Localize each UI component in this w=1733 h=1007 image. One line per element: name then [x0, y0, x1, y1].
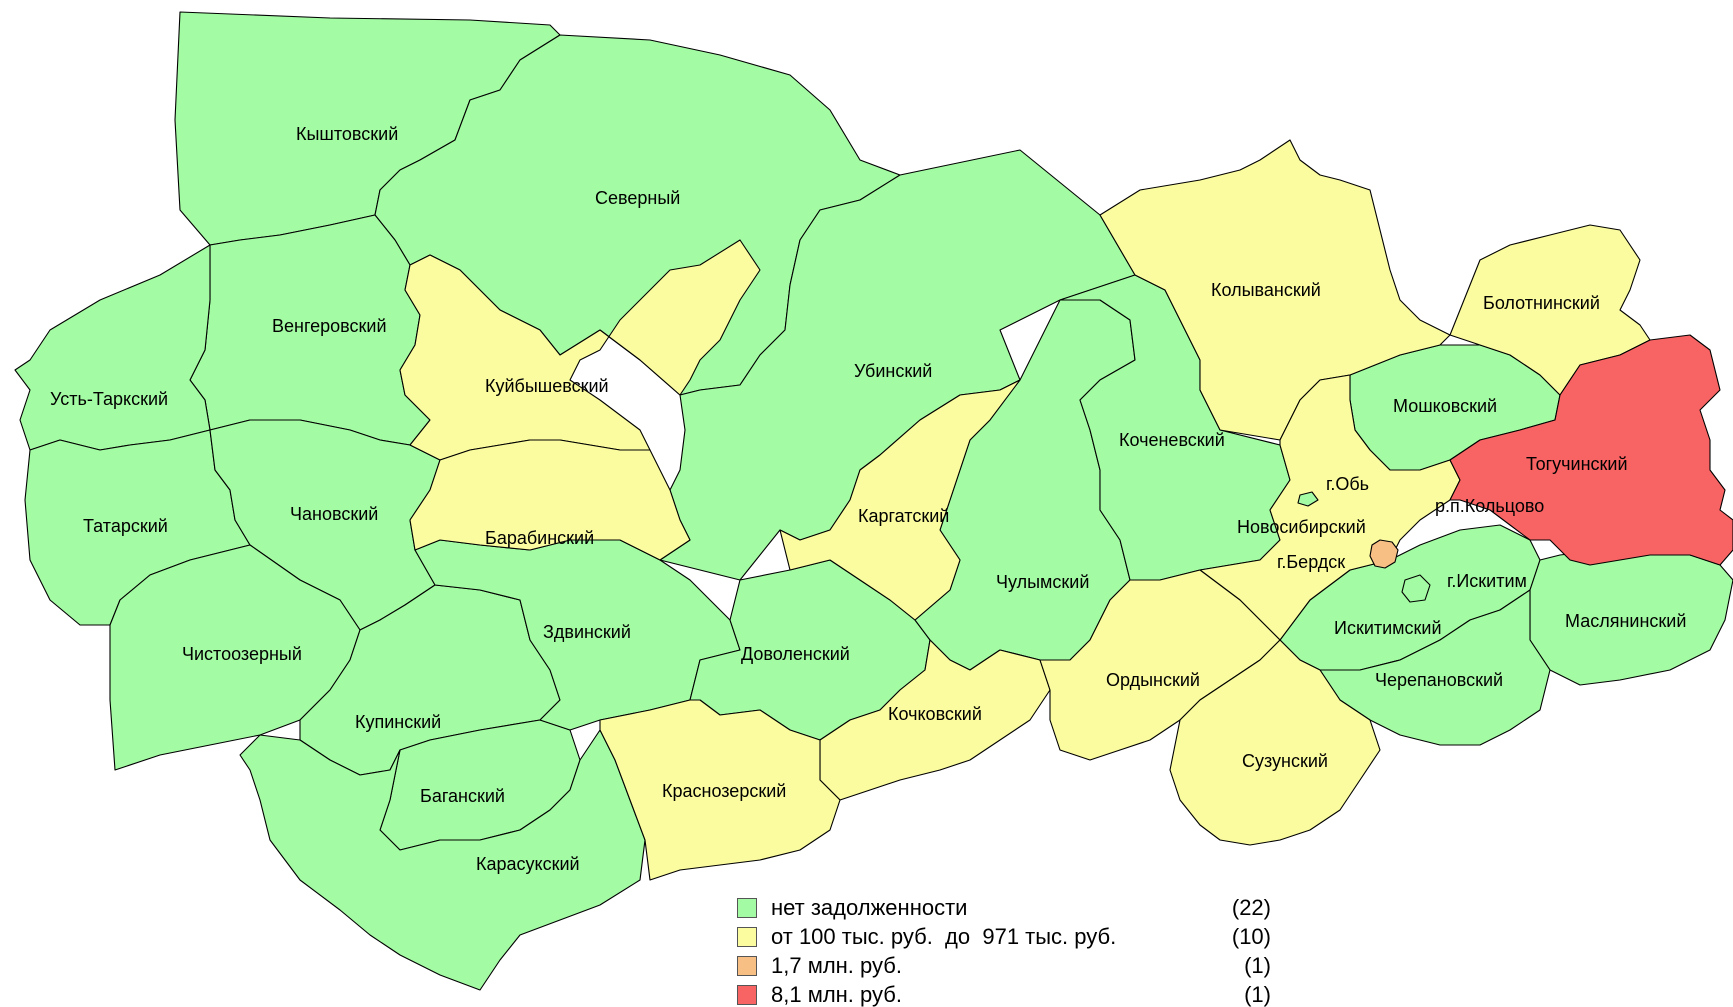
legend-item-max-debt: 8,1 млн. руб. (1): [737, 980, 1277, 1007]
region-kolyvansky[interactable]: [1099, 139, 1451, 441]
label-maslyaninsky: Маслянинский: [1565, 611, 1686, 631]
legend-swatch-yellow: [737, 926, 757, 947]
label-chistoozerny: Чистоозерный: [182, 644, 302, 664]
label-bolotninsky: Болотнинский: [1483, 293, 1600, 313]
region-g-iskitim-shape: [1401, 574, 1431, 603]
legend-item-no-debt: нет задолженности (22): [737, 893, 1277, 922]
legend-swatch-red: [737, 984, 757, 1005]
label-zdvinsky: Здвинский: [543, 622, 631, 642]
legend-label: от 100 тыс. руб. до 971 тыс. руб.: [771, 923, 1117, 949]
legend-label: 8,1 млн. руб.: [771, 981, 902, 1007]
label-kochenevsky: Коченевский: [1119, 430, 1225, 450]
label-toguchinsky: Тогучинский: [1526, 454, 1628, 474]
label-tatarsky: Татарский: [83, 516, 168, 536]
legend-label: 1,7 млн. руб.: [771, 952, 902, 978]
region-krasnozersky[interactable]: [599, 699, 841, 881]
label-g-iskitim: г.Искитим: [1447, 571, 1527, 591]
label-karasuksky: Карасукский: [476, 854, 580, 874]
region-barabinsky[interactable]: [409, 439, 691, 561]
label-cherepanovsky: Черепановский: [1375, 670, 1503, 690]
region-g-berdsk[interactable]: [1369, 539, 1399, 569]
legend-count: (10): [1231, 923, 1271, 949]
legend-item-mid-debt: от 100 тыс. руб. до 971 тыс. руб. (10): [737, 922, 1277, 951]
label-chulymsky: Чулымский: [996, 572, 1089, 592]
region-g-ob-lake: [1297, 491, 1319, 507]
label-dovolensky: Доволенский: [741, 644, 850, 664]
legend-label: нет задолженности: [771, 894, 968, 920]
label-iskitimsky: Искитимский: [1334, 618, 1442, 638]
label-kupinsky: Купинский: [355, 712, 441, 732]
label-krasnozersky: Краснозерский: [662, 781, 786, 801]
region-suzunsky[interactable]: [1169, 639, 1381, 846]
region-kuibyshevsky[interactable]: [399, 239, 761, 461]
label-chanovsky: Чановский: [290, 504, 378, 524]
label-kargatsky: Каргатский: [858, 506, 949, 526]
label-kyshtovsky: Кыштовский: [296, 124, 398, 144]
legend-count: (1): [1244, 981, 1271, 1007]
legend-count: (1): [1244, 952, 1271, 978]
label-ubinsky: Убинский: [854, 361, 932, 381]
map-legend: нет задолженности (22) от 100 тыс. руб. …: [737, 893, 1277, 1007]
label-moshkovsky: Мошковский: [1393, 396, 1497, 416]
label-g-ob: г.Обь: [1326, 474, 1369, 494]
legend-swatch-green: [737, 897, 757, 918]
label-kolyvansky: Колыванский: [1211, 280, 1321, 300]
region-novosibirsky[interactable]: [1199, 374, 1461, 641]
legend-swatch-orange: [737, 955, 757, 976]
label-kochkovsky: Кочковский: [888, 704, 982, 724]
label-ust-tarsky: Усть-Таркский: [50, 389, 168, 409]
label-vengerovsky: Венгеровский: [272, 316, 387, 336]
legend-count: (22): [1231, 894, 1271, 920]
region-kargatsky[interactable]: [779, 379, 1021, 621]
region-bolotninsky[interactable]: [1449, 224, 1651, 396]
label-severny: Северный: [595, 188, 680, 208]
region-kochkovsky[interactable]: [819, 639, 1051, 801]
label-g-berdsk: г.Бердск: [1277, 552, 1345, 572]
region-cherepanovsky[interactable]: [1319, 589, 1551, 746]
label-ordynsky: Ордынский: [1106, 670, 1200, 690]
label-kuibyshevsky: Куйбышевский: [485, 376, 609, 396]
region-toguchinsky[interactable]: [1449, 334, 1733, 566]
label-novosibirsky: Новосибирский: [1237, 517, 1366, 537]
label-suzunsky: Сузунский: [1242, 751, 1328, 771]
legend-item-high-debt: 1,7 млн. руб. (1): [737, 951, 1277, 980]
label-bagansky: Баганский: [420, 786, 505, 806]
label-barabinsky: Барабинский: [485, 528, 594, 548]
label-rp-koltsovo: р.п.Кольцово: [1435, 496, 1544, 516]
